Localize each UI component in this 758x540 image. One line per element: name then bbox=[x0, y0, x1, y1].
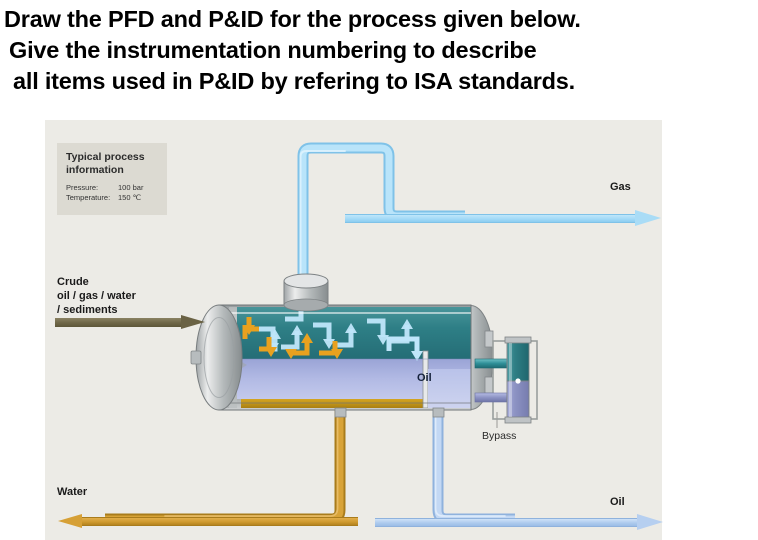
water-drain-nozzle bbox=[334, 407, 347, 418]
oil-drain-nozzle bbox=[432, 407, 445, 418]
question-line-2: Give the instrumentation numbering to de… bbox=[9, 37, 537, 63]
water-outlet-arrow bbox=[58, 514, 358, 529]
crude-label-line-1: Crude bbox=[57, 276, 89, 288]
crude-label-line-3: / sediments bbox=[57, 304, 118, 316]
info-row-pressure: Pressure: 100 bar bbox=[66, 183, 159, 193]
question-text: Draw the PFD and P&ID for the process gi… bbox=[0, 0, 758, 112]
crude-arrow-shaft bbox=[55, 318, 183, 327]
question-line-3: all items used in P&ID by refering to IS… bbox=[13, 68, 575, 94]
bypass-upper-flange bbox=[484, 330, 494, 348]
water-arrow-head bbox=[58, 514, 82, 528]
gas-nozzle-dome bbox=[283, 273, 329, 312]
info-row-temperature: Temperature: 150 ℃ bbox=[66, 193, 159, 203]
oil-outlet-label: Oil bbox=[610, 496, 625, 508]
bypass-lower-pipe bbox=[474, 392, 510, 403]
bypass-level-gauge bbox=[474, 335, 555, 430]
info-title-line-2: information bbox=[66, 163, 124, 176]
bypass-label: Bypass bbox=[482, 430, 517, 442]
water-arrow-shaft bbox=[80, 517, 358, 526]
temperature-key: Temperature: bbox=[66, 193, 111, 202]
process-diagram: Oil bbox=[45, 120, 665, 540]
inlet-nozzle bbox=[190, 350, 202, 365]
water-outlet-pipe bbox=[105, 408, 346, 525]
oil-arrow-head bbox=[637, 514, 663, 530]
question-line-1: Draw the PFD and P&ID for the process gi… bbox=[4, 6, 581, 32]
crude-label-line-2: oil / gas / water bbox=[57, 290, 136, 302]
temperature-value: 150 ℃ bbox=[118, 193, 142, 202]
crude-inlet-label: Crude oil / gas / water / sediments bbox=[57, 275, 136, 317]
bypass-upper-pipe bbox=[474, 358, 510, 369]
water-outlet-label: Water bbox=[57, 486, 88, 498]
pressure-value: 100 bar bbox=[118, 183, 144, 192]
oil-compartment-label: Oil bbox=[417, 372, 432, 384]
typical-process-info-box: Typical process information Pressure: 10… bbox=[57, 143, 167, 215]
separator-vessel bbox=[185, 273, 505, 420]
crude-inlet-arrow bbox=[55, 315, 205, 330]
gas-arrow-head bbox=[635, 210, 661, 226]
pressure-key: Pressure: bbox=[66, 183, 99, 192]
oil-arrow-shaft bbox=[375, 517, 639, 527]
crude-arrow-head bbox=[181, 315, 205, 329]
gas-arrow-shaft bbox=[345, 213, 637, 223]
info-title-line-1: Typical process bbox=[66, 151, 145, 163]
gas-outlet-arrow bbox=[345, 210, 663, 226]
gas-outlet-label: Gas bbox=[610, 181, 631, 193]
oil-outlet-arrow bbox=[375, 514, 665, 530]
